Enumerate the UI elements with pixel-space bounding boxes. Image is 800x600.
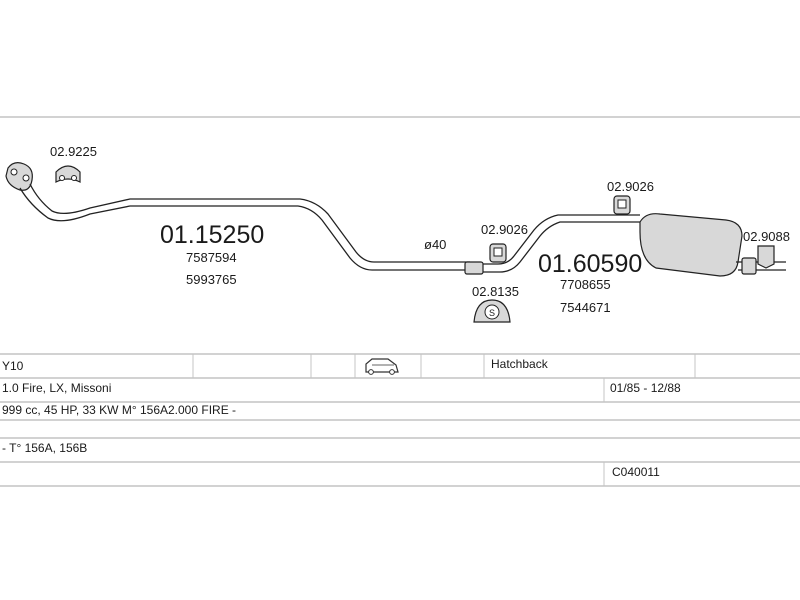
variant-cell: 1.0 Fire, LX, Missoni (2, 381, 111, 395)
hanger-icon (757, 245, 775, 269)
types-cell: - T° 156A, 156B (2, 441, 87, 455)
model-cell: Y10 (2, 359, 24, 373)
body-type-cell: Hatchback (491, 357, 549, 371)
front-pipe-oem-1: 7587594 (186, 250, 237, 265)
rear-silencer-oem-2: 7544671 (560, 300, 611, 315)
vehicle-table: Y10 Hatchback 1.0 Fire, LX, Missoni 01/8… (0, 353, 800, 487)
front-clamp-part[interactable] (55, 165, 81, 183)
front-pipe-part[interactable] (5, 162, 470, 271)
catalog-code-cell: C040011 (612, 465, 660, 479)
clamp-ring-part[interactable]: S (473, 299, 511, 323)
svg-text:S: S (489, 308, 495, 318)
hanger-rear-part[interactable] (613, 195, 631, 215)
hanger-tail-number: 02.9088 (743, 229, 790, 244)
tail-tip-icon (741, 257, 757, 275)
hanger-mid-number: 02.9026 (481, 222, 528, 237)
front-pipe-oem-2: 5993765 (186, 272, 237, 287)
engine-cell: 999 cc, 45 HP, 33 KW M° 156A2.000 FIRE - (2, 403, 236, 417)
rear-silencer-number: 01.60590 (538, 250, 642, 278)
silencer-body-icon (639, 213, 743, 277)
connector-sleeve-icon (464, 261, 484, 275)
hanger-tail-part[interactable] (757, 245, 775, 269)
front-pipe-number: 01.15250 (160, 221, 264, 249)
rear-silencer-part[interactable] (464, 213, 786, 277)
clamp-ring-number: 02.8135 (472, 284, 519, 299)
rear-silencer-oem-1: 7708655 (560, 277, 611, 292)
front-clamp-number: 02.9225 (50, 144, 97, 159)
diameter-label: ø40 (424, 237, 446, 252)
hanger-mid-part[interactable] (489, 243, 507, 263)
car-icon (365, 358, 399, 375)
hanger-rear-number: 02.9026 (607, 179, 654, 194)
years-cell: 01/85 - 12/88 (610, 381, 681, 395)
